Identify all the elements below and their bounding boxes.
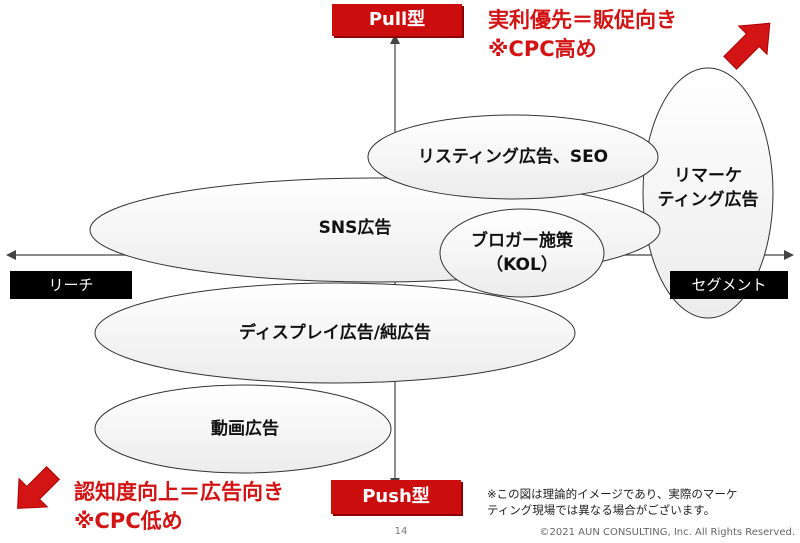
page-number: 14: [394, 526, 408, 537]
display-ellipse: [94, 282, 576, 384]
listing-label: リスティング広告、SEO: [417, 147, 609, 167]
remarketing-label: リマーケ ティング広告: [657, 166, 759, 210]
listing-ellipse: [367, 114, 659, 200]
axis-right-arrowhead: [784, 250, 794, 260]
axis-left-arrowhead: [6, 250, 16, 260]
blogger-ellipse: [439, 208, 605, 298]
note-sales-promotion: 実利優先＝販促向き ※CPC高め: [488, 8, 677, 61]
display-label: ディスプレイ広告/純広告: [238, 323, 432, 343]
blogger-label: ブロガー施策 （KOL）: [471, 231, 573, 275]
red-down-left-arrow-icon: [17, 465, 61, 509]
sns-label: SNS広告: [318, 218, 392, 238]
axis-label-reach: リーチ: [10, 271, 132, 299]
axis-up-arrowhead: [390, 34, 400, 44]
red-up-right-arrow-icon: [723, 22, 771, 70]
note-brand-awareness: 認知度向上＝広告向き ※CPC低め: [74, 480, 284, 533]
disclaimer-note: ※この図は理論的イメージであり、実際のマーケ ティング現場では異なる場合がござい…: [487, 487, 738, 517]
pull-tag: Pull型: [332, 4, 462, 36]
video-label: 動画広告: [211, 419, 279, 439]
push-tag: Push型: [331, 480, 461, 514]
axis-label-segment: セグメント: [670, 271, 788, 299]
video-ellipse: [94, 384, 392, 474]
remarketing-ellipse: [642, 67, 774, 319]
copyright-text: ©2021 AUN CONSULTING, Inc. All Rights Re…: [539, 527, 795, 538]
